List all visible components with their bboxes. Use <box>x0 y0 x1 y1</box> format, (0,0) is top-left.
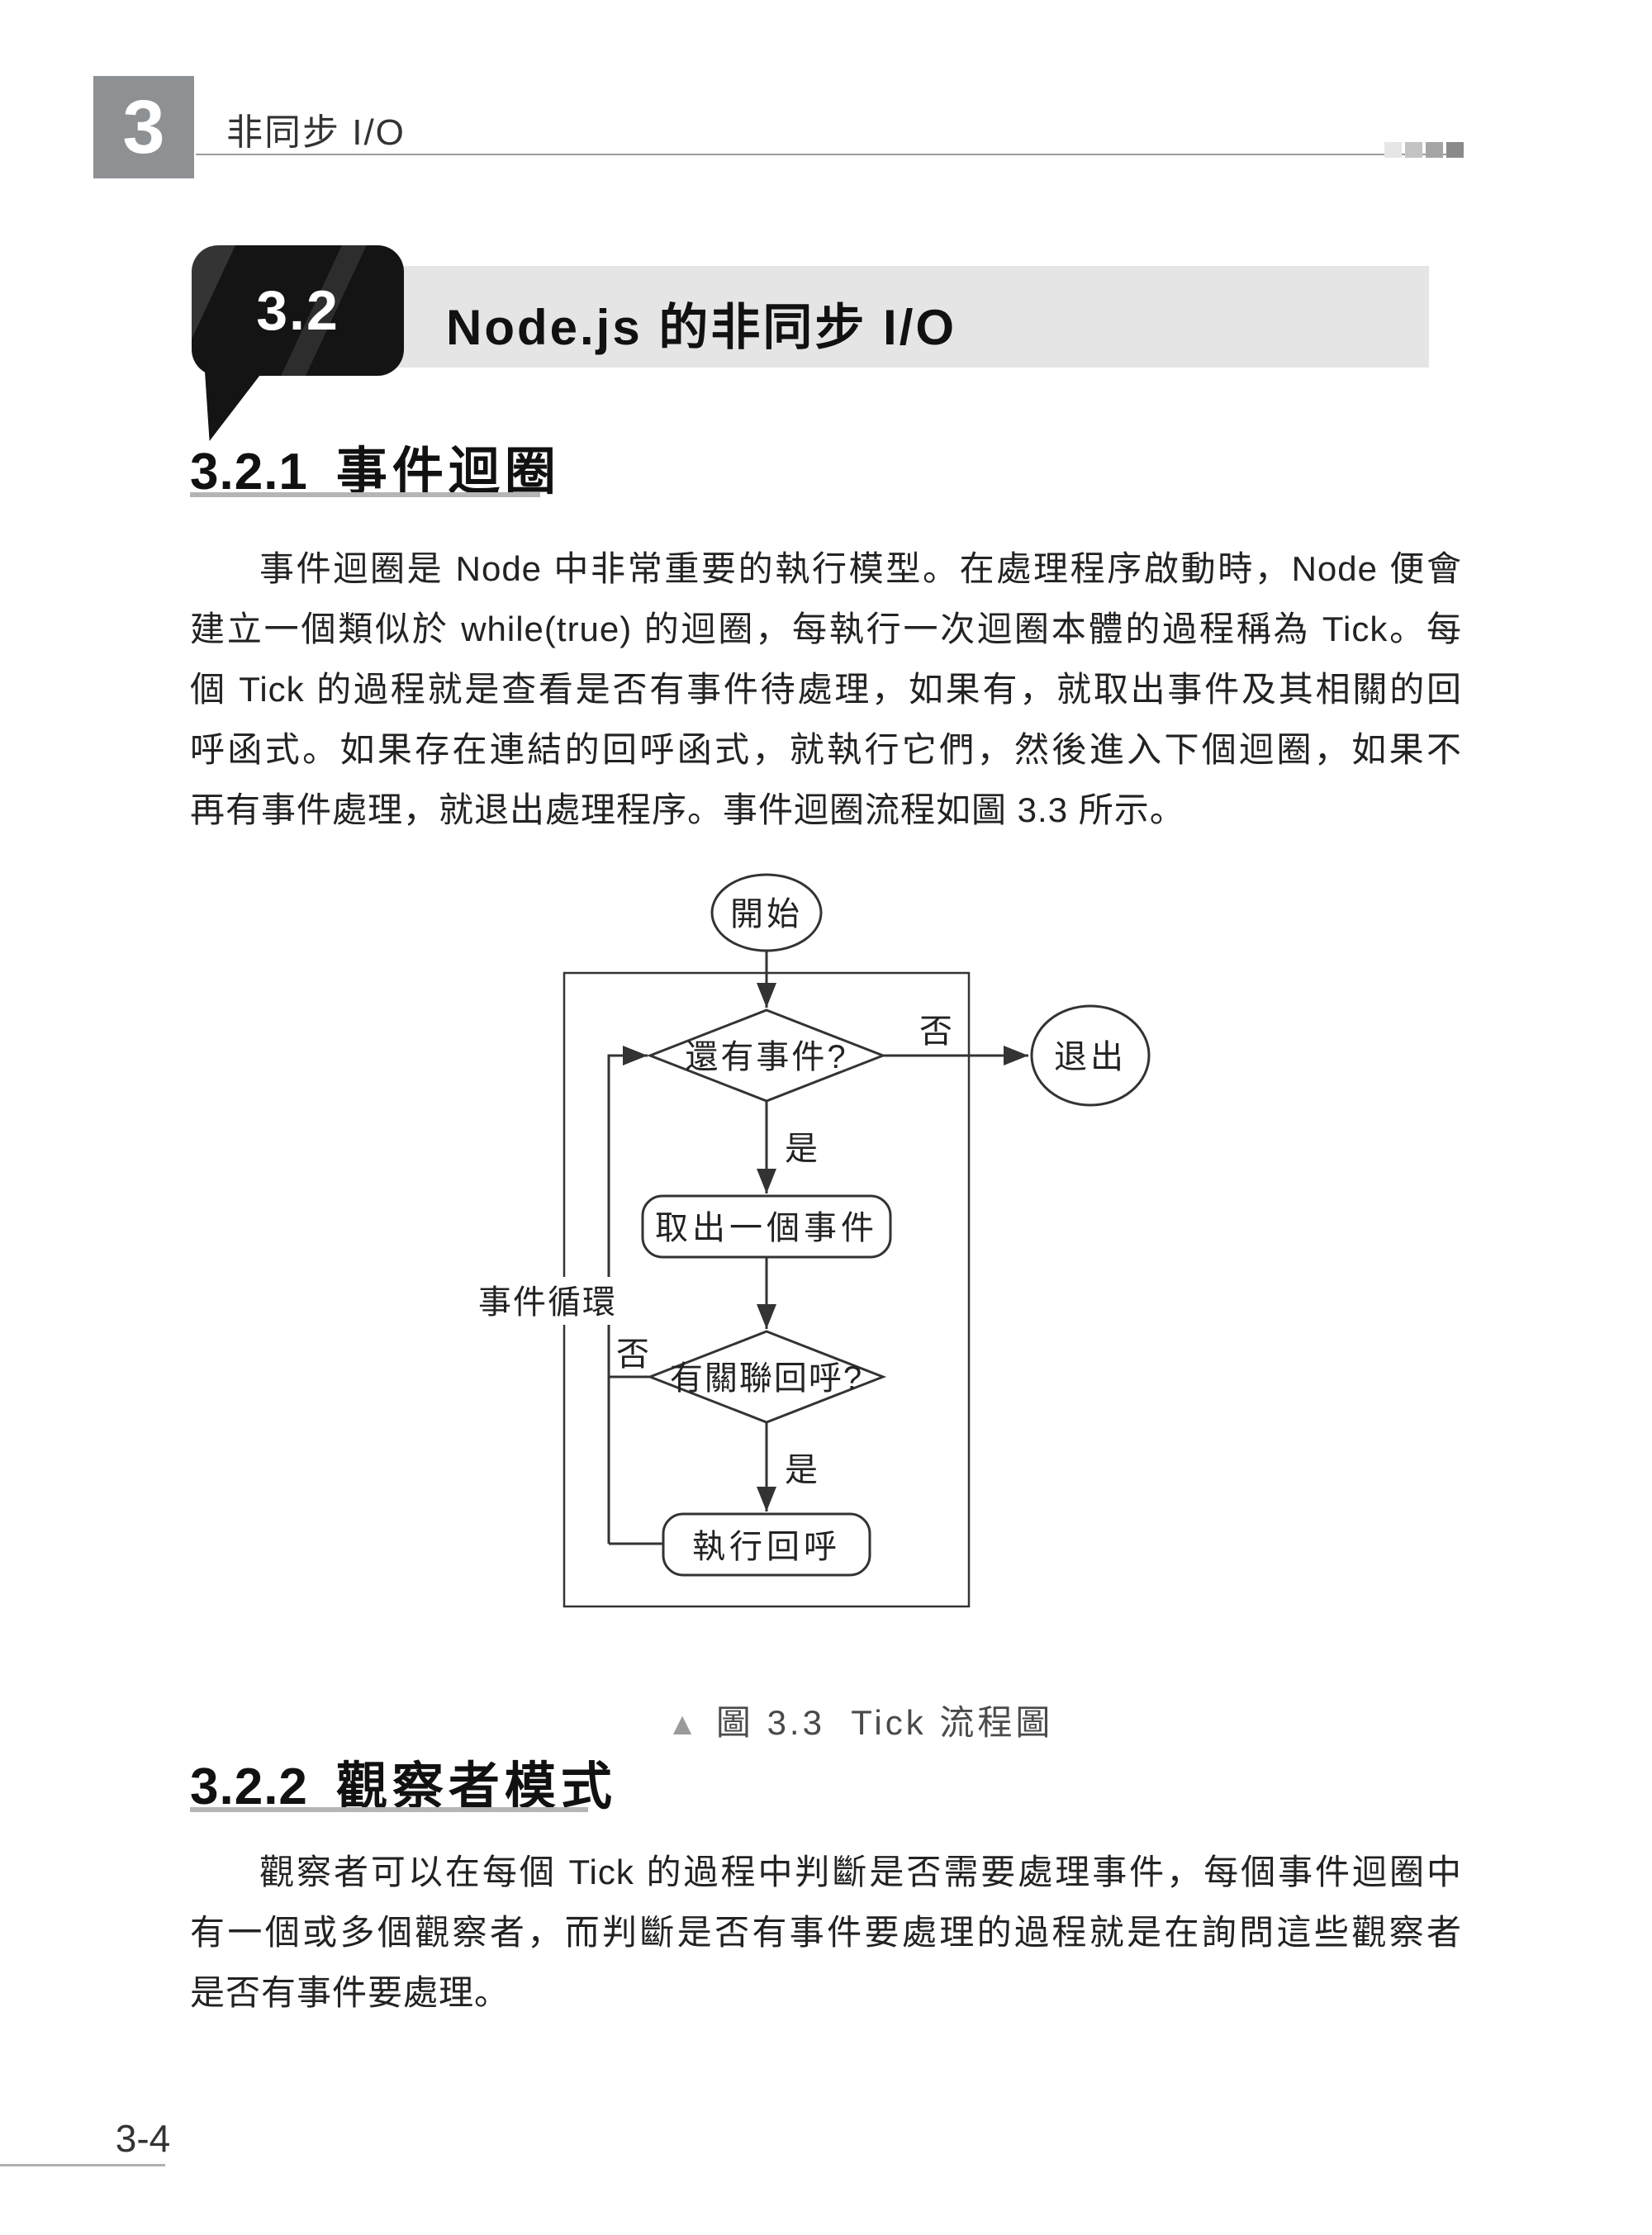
subsection-title: 事件迴圈 <box>335 444 561 501</box>
subsection-number: 3.2.1 <box>190 444 308 501</box>
chapter-number: 3 <box>122 84 165 169</box>
edge-loopback <box>607 1046 648 1544</box>
paragraph-line: 觀察者可以在每個 Tick 的過程中判斷是否需要處理事件，每個事件迴圈中 <box>259 1853 1462 1891</box>
loop-label-bg <box>474 1277 621 1325</box>
deco-square <box>1426 142 1443 158</box>
heading-underline <box>190 492 540 497</box>
yes-label-top: 是 <box>785 1131 818 1167</box>
caption-text: 圖 3.3 Tick 流程圖 <box>715 1703 1054 1742</box>
footer-rule <box>0 2164 165 2166</box>
subsection-heading-321: 3.2.1 事件迴圈 <box>190 429 561 504</box>
chapter-number-box: 3 <box>93 76 194 178</box>
paragraph-event-loop: 事件迴圈是 Node 中非常重要的執行模型。在處理程序啟動時，Node 便會 建… <box>190 539 1462 840</box>
paragraph-line: 事件迴圈是 Node 中非常重要的執行模型。在處理程序啟動時，Node 便會 <box>259 549 1462 588</box>
subsection-title: 觀察者模式 <box>335 1758 617 1815</box>
subsection-heading-322: 3.2.2 觀察者模式 <box>190 1744 617 1819</box>
section-title: Node.js 的非同步 I/O <box>446 300 957 355</box>
chapter-title: 非同步 I/O <box>226 112 406 153</box>
take-event-label: 取出一個事件 <box>655 1210 878 1246</box>
deco-square <box>1446 142 1464 158</box>
yes-label-bottom: 是 <box>785 1452 818 1488</box>
has-events-decision <box>646 1008 887 1103</box>
paragraph-line: 是否有事件要處理。 <box>190 1973 510 2012</box>
run-callback-label: 執行回呼 <box>692 1529 841 1565</box>
start-node-label: 開始 <box>730 896 803 932</box>
header-deco-squares <box>1384 142 1464 158</box>
section-banner-bar <box>242 266 1429 368</box>
tick-flowchart: 開始 還有事件? 退出 取出一個事件 有關聯回呼? 執行回呼 否 是 否 是 事… <box>474 873 1151 1608</box>
take-event-node <box>641 1194 892 1259</box>
paragraph-observer: 觀察者可以在每個 Tick 的過程中判斷是否需要處理事件，每個事件迴圈中 有一個… <box>190 1842 1462 2023</box>
exit-node <box>1030 1004 1151 1107</box>
no-label-top: 否 <box>919 1013 952 1050</box>
section-number: 3.2 <box>256 279 339 342</box>
paragraph-line: 再有事件處理，就退出處理程序。事件迴圈流程如圖 3.3 所示。 <box>190 790 1185 829</box>
paragraph-line: 有一個或多個觀察者，而判斷是否有事件要處理的過程就是在詢問這些觀察者 <box>190 1913 1462 1952</box>
has-callback-label: 有關聯回呼? <box>670 1360 863 1397</box>
has-callback-decision <box>646 1330 887 1424</box>
deco-square <box>1384 142 1402 158</box>
deco-square <box>1405 142 1422 158</box>
loop-label: 事件循環 <box>478 1284 617 1321</box>
start-node <box>710 873 823 952</box>
run-callback-node <box>662 1512 871 1577</box>
subsection-number: 3.2.2 <box>190 1758 308 1815</box>
figure-caption: ▲ 圖 3.3 Tick 流程圖 <box>463 1655 1206 1785</box>
has-events-label: 還有事件? <box>685 1039 847 1075</box>
section-number-badge: 3.2 <box>192 245 404 376</box>
paragraph-line: 個 Tick 的過程就是查看是否有事件待處理，如果有，就取出事件及其相關的回 <box>190 670 1462 709</box>
paragraph-line: 呼函式。如果存在連結的回呼函式，就執行它們，然後進入下個迴圈，如果不 <box>190 730 1462 769</box>
caption-triangle-icon: ▲ <box>667 1707 698 1742</box>
header-rule <box>196 154 1460 155</box>
exit-node-label: 退出 <box>1054 1039 1127 1075</box>
heading-underline <box>190 1807 588 1812</box>
no-label-bottom: 否 <box>616 1336 649 1373</box>
paragraph-line: 建立一個類似於 while(true) 的迴圈，每執行一次迴圈本體的過程稱為 T… <box>190 610 1462 648</box>
page-number: 3-4 <box>115 2117 171 2160</box>
